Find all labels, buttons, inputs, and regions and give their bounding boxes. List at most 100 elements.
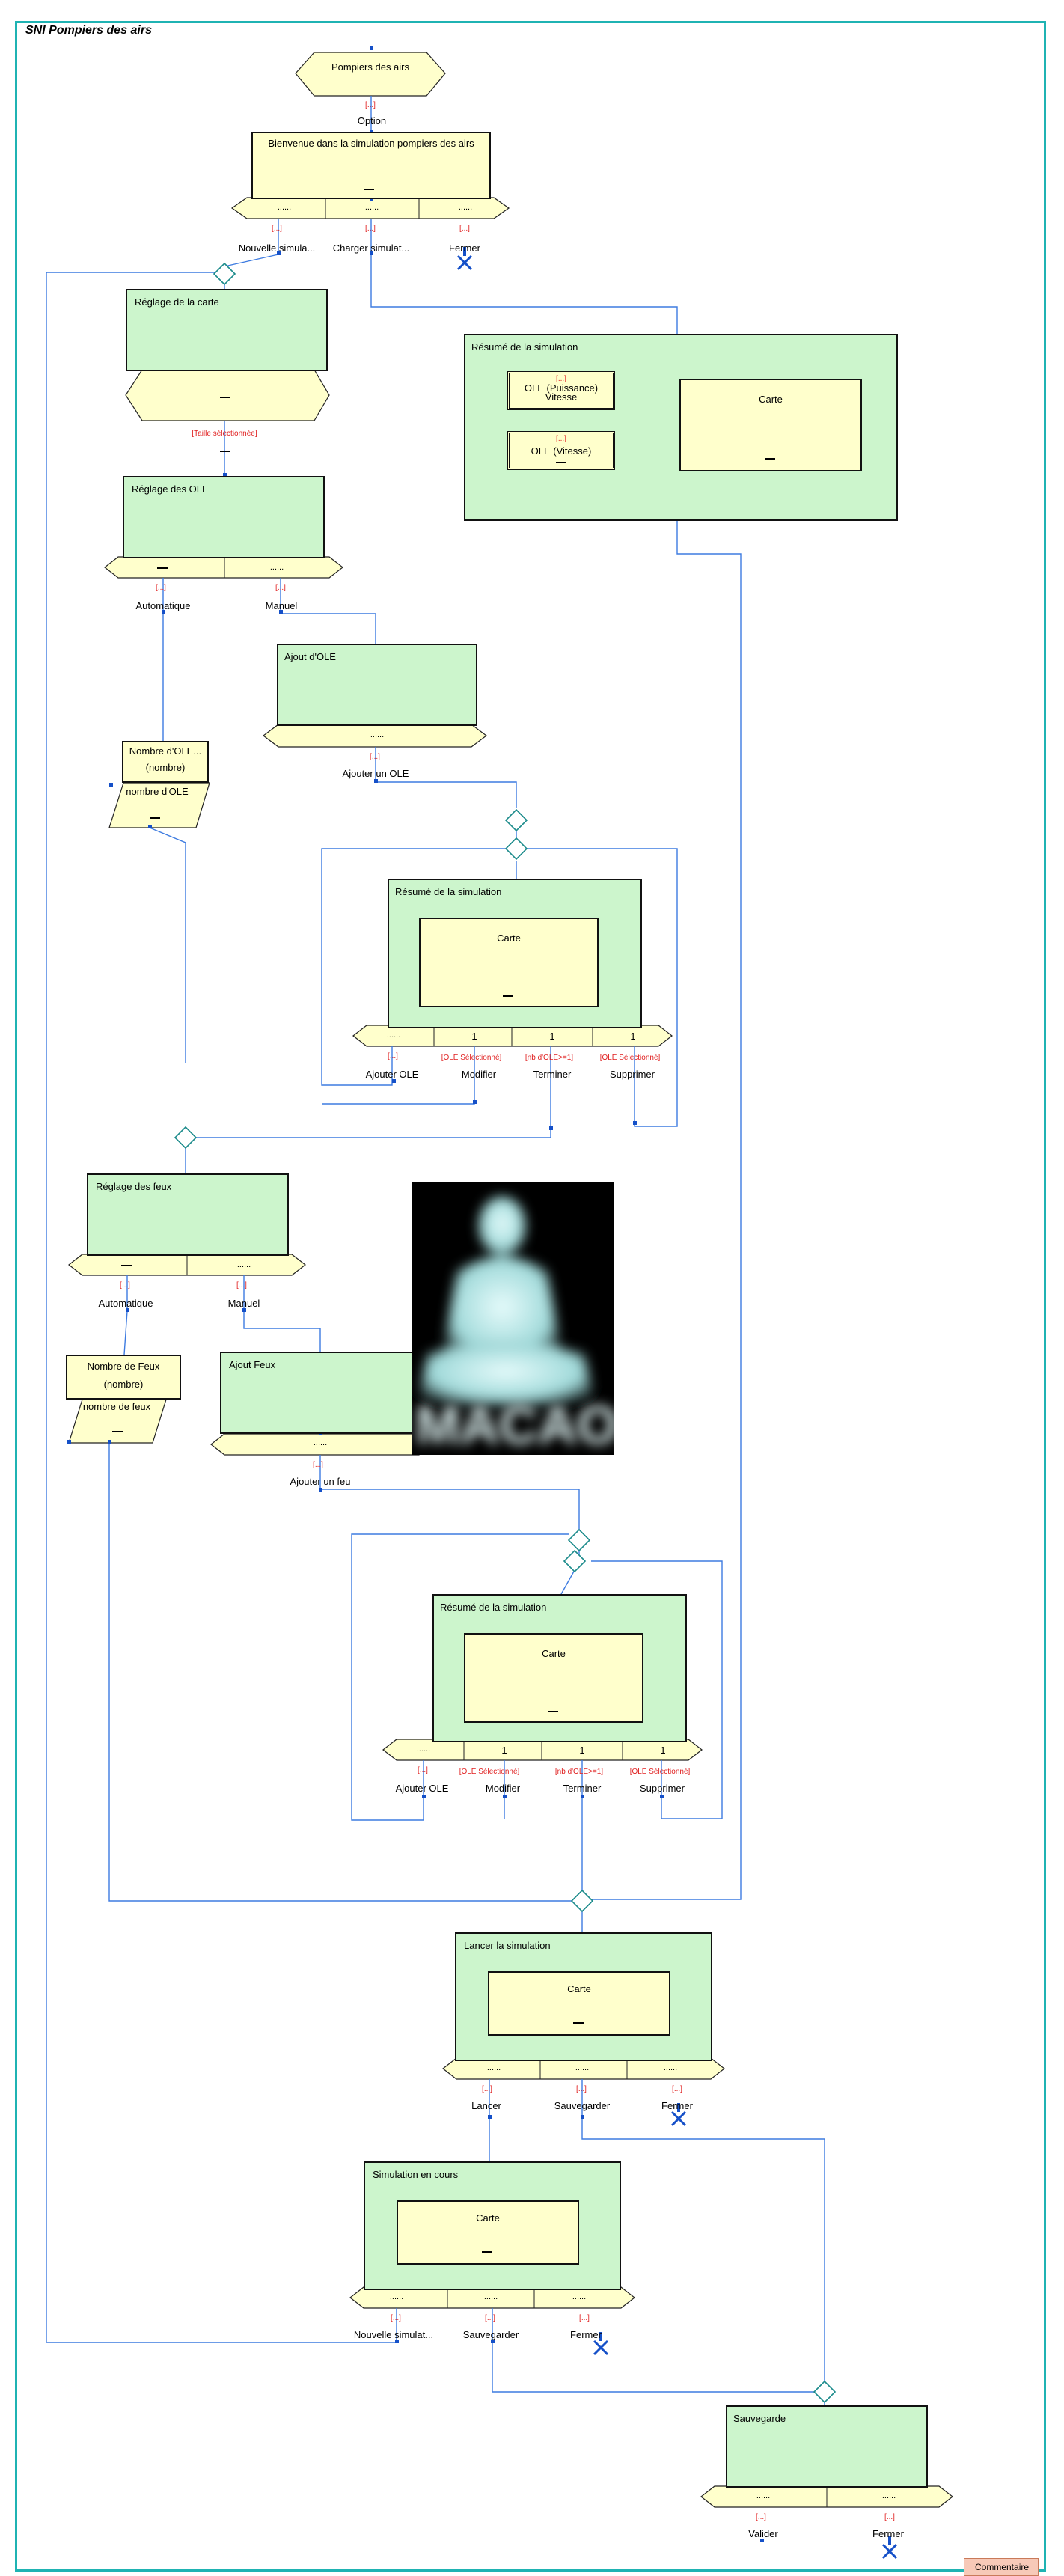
en-cours-menu-3[interactable]: ...... <box>572 2292 587 2301</box>
sauvegarde-menu-1[interactable]: ...... <box>756 2491 771 2500</box>
small-mark-3: [...] <box>365 225 376 233</box>
commentaire-note[interactable]: Commentaire <box>964 2558 1039 2576</box>
sauvegarde-panel: Sauvegarde <box>726 2405 928 2488</box>
small-mark-22: [...] <box>884 2513 895 2521</box>
resume-ole-carte-label: Carte <box>497 933 521 944</box>
ole-automatique-choice[interactable]: Automatique <box>135 600 191 611</box>
taille-condition: [Taille sélectionnée] <box>192 430 257 438</box>
lancer-menu-3[interactable]: ...... <box>663 2063 678 2072</box>
resume-ole-menu-2[interactable]: 1 <box>471 1031 477 1042</box>
sauvegarder-choice-2[interactable]: Sauvegarder <box>462 2329 519 2340</box>
option-label: Option <box>357 115 387 126</box>
photo-art: MACAO <box>415 1197 614 1455</box>
merge-diamond-4 <box>174 1126 198 1150</box>
small-mark-17: [...] <box>672 2085 682 2093</box>
resume-feux-cond-3: [OLE Sélectionné] <box>629 1768 691 1776</box>
welcome-title: Bienvenue dans la simulation pompiers de… <box>268 138 474 149</box>
resume-ole-title: Résumé de la simulation <box>395 886 502 897</box>
nouvelle-simulation-choice[interactable]: Nouvelle simula... <box>238 242 316 254</box>
small-mark-7: [...] <box>156 584 166 592</box>
carte-box-top: Carte <box>679 379 862 471</box>
small-mark-8: [...] <box>275 584 286 592</box>
resume-feux-menu-1[interactable]: ...... <box>416 1745 431 1754</box>
ajouter-un-ole-action[interactable]: Ajouter un OLE <box>342 768 409 779</box>
ajouter-un-feu-action[interactable]: Ajouter un feu <box>290 1476 351 1487</box>
merge-diamond-6 <box>563 1549 587 1573</box>
sauvegarder-choice-1[interactable]: Sauvegarder <box>554 2100 611 2111</box>
reglage-ole-panel: Réglage des OLE <box>123 476 325 558</box>
resume-ole-menu-4[interactable]: 1 <box>630 1031 636 1042</box>
photo-caption: MACAO <box>415 1396 614 1455</box>
modifier-action-2[interactable]: Modifier <box>485 1783 521 1794</box>
nombre-ole-input[interactable]: nombre d'OLE <box>126 786 189 797</box>
terminer-action-1[interactable]: Terminer <box>533 1069 572 1080</box>
lancer-title: Lancer la simulation <box>464 1940 551 1951</box>
resume-top-title: Résumé de la simulation <box>471 341 578 352</box>
ajout-feux-panel: Ajout Feux <box>220 1352 421 1434</box>
valider-choice[interactable]: Valider <box>748 2528 778 2539</box>
resume-feux-menu-2[interactable]: 1 <box>501 1745 507 1756</box>
small-mark-9: [...] <box>370 753 380 761</box>
modifier-action-1[interactable]: Modifier <box>461 1069 497 1080</box>
resume-feux-menu-4[interactable]: 1 <box>660 1745 666 1756</box>
fermer-choice-3[interactable]: Fermer <box>570 2329 602 2340</box>
en-cours-menu-2[interactable]: ...... <box>483 2292 498 2301</box>
resume-feux-carte-label: Carte <box>542 1648 566 1659</box>
nombre-feux-box: Nombre de Feux (nombre) <box>66 1355 181 1400</box>
en-cours-menu-1[interactable]: ...... <box>389 2292 404 2301</box>
start-label: Pompiers des airs <box>331 61 410 73</box>
ajout-feux-menu[interactable]: ...... <box>313 1438 328 1447</box>
feux-automatique-choice[interactable]: Automatique <box>98 1298 153 1309</box>
reglage-ole-bar <box>104 556 343 579</box>
reglage-ole-menu-dots[interactable]: ...... <box>269 563 284 572</box>
reglage-carte-panel: Réglage de la carte <box>126 289 328 371</box>
resume-ole-panel: Résumé de la simulation Carte <box>388 879 642 1028</box>
merge-diamond-2 <box>504 808 528 832</box>
supprimer-action-2[interactable]: Supprimer <box>640 1783 685 1794</box>
ajout-ole-title: Ajout d'OLE <box>284 651 336 662</box>
resume-ole-menu-1[interactable]: ...... <box>386 1031 401 1040</box>
resume-feux-menu-3[interactable]: 1 <box>579 1745 585 1756</box>
small-mark-13: [...] <box>313 1461 323 1469</box>
feux-manuel-choice[interactable]: Manuel <box>227 1298 260 1309</box>
welcome-menu-2[interactable]: ...... <box>364 203 379 212</box>
small-mark-14: [...] <box>418 1766 428 1774</box>
charger-simulation-choice[interactable]: Charger simulat... <box>332 242 410 254</box>
ajout-ole-menu[interactable]: ...... <box>370 730 385 739</box>
supprimer-action-1[interactable]: Supprimer <box>610 1069 655 1080</box>
fermer-choice-4[interactable]: Fermer <box>872 2528 904 2539</box>
ajout-ole-panel: Ajout d'OLE <box>277 644 477 726</box>
resume-ole-menu-3[interactable]: 1 <box>549 1031 555 1042</box>
small-mark-10: [...] <box>388 1052 398 1060</box>
ole-manuel-choice[interactable]: Manuel <box>265 600 298 611</box>
welcome-menu-3[interactable]: ...... <box>458 203 473 212</box>
merge-diamond-3 <box>504 837 528 861</box>
welcome-menu-1[interactable]: ...... <box>277 203 292 212</box>
fermer-choice-top[interactable]: Fermer <box>449 242 480 254</box>
lancer-choice[interactable]: Lancer <box>471 2100 501 2111</box>
small-mark-6: [...] <box>556 435 566 443</box>
ajouter-ole-action-1[interactable]: Ajouter OLE <box>365 1069 419 1080</box>
resume-ole-cond-1: [OLE Sélectionné] <box>441 1054 502 1062</box>
lancer-menu-1[interactable]: ...... <box>486 2063 501 2072</box>
fermer-choice-2[interactable]: Fermer <box>661 2100 693 2111</box>
nouvelle-simulation-choice-2[interactable]: Nouvelle simulat... <box>353 2329 434 2340</box>
nombre-ole-line2: (nombre) <box>145 762 186 773</box>
resume-ole-cond-2: [nb d'OLE>=1] <box>525 1054 574 1062</box>
merge-diamond-7 <box>570 1889 594 1913</box>
sauvegarde-title: Sauvegarde <box>733 2413 786 2424</box>
reglage-feux-menu-dots[interactable]: ...... <box>236 1260 251 1269</box>
terminer-action-2[interactable]: Terminer <box>563 1783 602 1794</box>
en-cours-carte-box: Carte <box>397 2200 579 2265</box>
lancer-menu-2[interactable]: ...... <box>575 2063 590 2072</box>
ajouter-ole-action-2[interactable]: Ajouter OLE <box>395 1783 449 1794</box>
ole-puissance-label: OLE (Puissance) Vitesse <box>524 382 599 403</box>
resume-feux-title: Résumé de la simulation <box>440 1602 547 1613</box>
sauvegarde-menu-2[interactable]: ...... <box>881 2491 896 2500</box>
nombre-feux-input[interactable]: nombre de feux <box>82 1401 151 1412</box>
buddha-photo: MACAO <box>412 1182 614 1455</box>
nombre-feux-input-shape <box>68 1399 167 1444</box>
carte-label-top: Carte <box>759 394 783 405</box>
small-mark-11: [...] <box>120 1281 130 1289</box>
